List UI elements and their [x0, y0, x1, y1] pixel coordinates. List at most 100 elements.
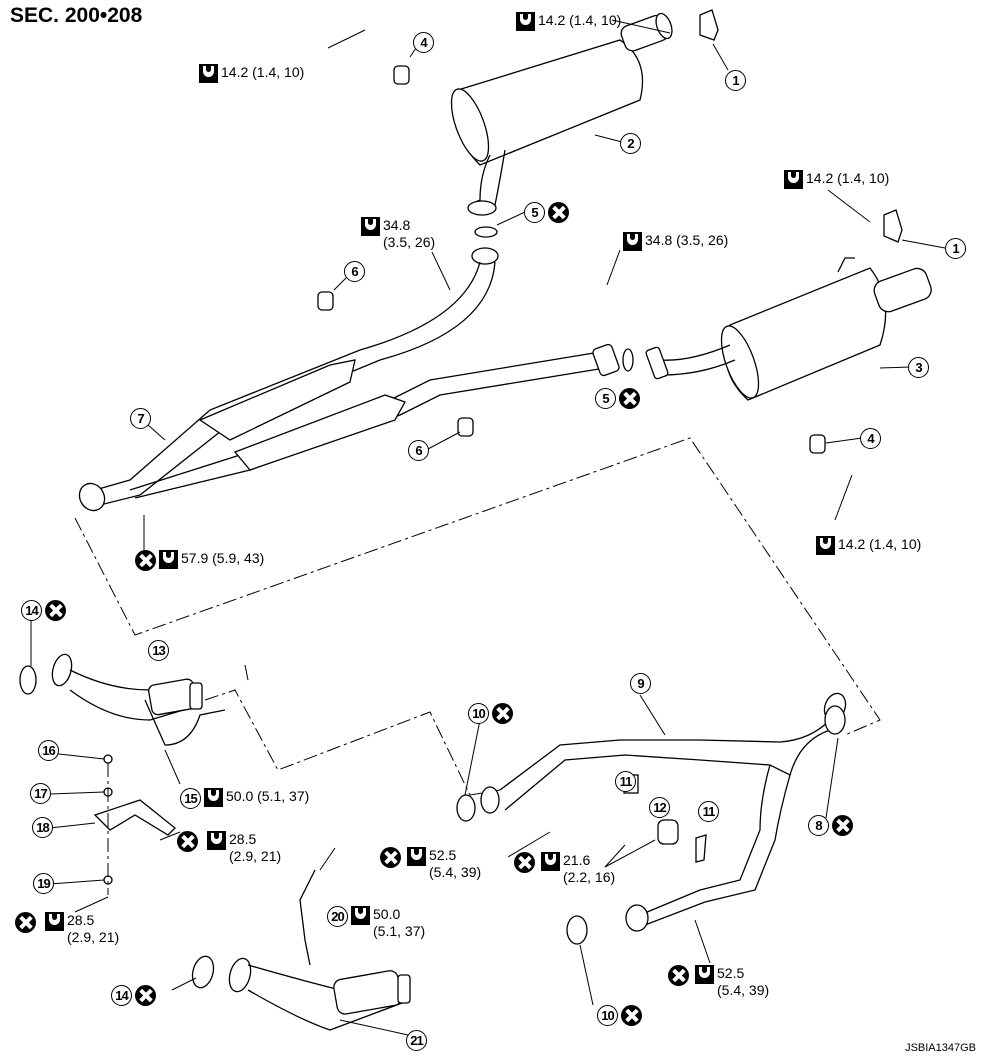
bolt-16-drawing — [103, 754, 113, 764]
callout-20: 20 — [327, 906, 348, 927]
heated-oxygen-sensor-20-drawing — [299, 869, 316, 966]
torque-spec-sensor-20: 20 50.0(5.1, 37) — [327, 906, 425, 940]
callout-21: 21 — [406, 1030, 427, 1051]
callout-16: 16 — [38, 740, 59, 761]
callout-1-right: 1 — [945, 238, 966, 259]
mount-plate-11-drawing — [695, 834, 707, 863]
do-not-reuse-icon — [177, 831, 198, 852]
gasket-5-right-drawing — [622, 348, 634, 372]
section-title: SEC. 200•208 — [10, 4, 143, 27]
assembly-boundary-lower — [204, 689, 501, 796]
torque-spec-muffler-joint-nut: 34.8 (3.5, 26) — [623, 232, 728, 251]
tightening-torque-icon — [407, 847, 426, 866]
callout-10-lower-group: 10 — [597, 1005, 642, 1026]
do-not-reuse-icon — [832, 815, 853, 836]
torque-spec-mount-bolt-lower: 14.2 (1.4, 10) — [816, 536, 921, 555]
torque-spec-bracket-upper: 14.2 (1.4, 10) — [516, 12, 621, 31]
callout-10-upper: 10 — [468, 703, 489, 724]
tightening-torque-icon — [516, 12, 535, 31]
assembly-boundary-upper — [74, 437, 881, 736]
callout-5-upper-group: 5 — [524, 202, 569, 223]
callout-12: 12 — [649, 797, 670, 818]
callout-8: 8 — [808, 815, 829, 836]
torque-spec-bracket-bolt: 28.5(2.9, 21) — [15, 912, 119, 946]
torque-spec-front-tube-nut: 52.5(5.4, 39) — [380, 847, 481, 881]
mount-insulator-4-upper-drawing — [393, 65, 410, 85]
tightening-torque-icon — [541, 852, 560, 871]
center-pipe-7-drawing — [78, 247, 620, 512]
callout-17: 17 — [30, 783, 51, 804]
callout-19: 19 — [33, 873, 54, 894]
callout-4-lower: 4 — [860, 428, 881, 449]
callout-14-lower-group: 14 — [111, 985, 156, 1006]
tightening-torque-icon — [207, 831, 226, 850]
callout-5-right-group: 5 — [595, 388, 640, 409]
callout-15: 15 — [180, 788, 201, 809]
callout-5-upper: 5 — [524, 202, 545, 223]
do-not-reuse-icon — [15, 912, 36, 933]
catalyst-21-drawing — [228, 957, 411, 1031]
do-not-reuse-icon — [619, 388, 640, 409]
callout-13: 13 — [148, 640, 169, 661]
torque-spec-bracket-nut: 28.5(2.9, 21) — [177, 831, 281, 865]
callout-10-lower: 10 — [597, 1005, 618, 1026]
torque-spec-sensor-15: 15 50.0 (5.1, 37) — [180, 788, 309, 809]
torque-spec-bracket-right: 14.2 (1.4, 10) — [784, 170, 889, 189]
mount-rubber-12-drawing — [657, 819, 679, 845]
callout-11-lower: 11 — [698, 801, 719, 822]
gasket-14-lower-drawing — [191, 955, 215, 989]
torque-spec-rear-tube-nut: 52.5(5.4, 39) — [668, 965, 769, 999]
bracket-18-drawing — [93, 799, 176, 836]
do-not-reuse-icon — [548, 202, 569, 223]
callout-4-upper: 4 — [413, 32, 434, 53]
do-not-reuse-icon — [135, 985, 156, 1006]
callout-6-lower: 6 — [408, 440, 429, 461]
tightening-torque-icon — [204, 788, 223, 807]
tightening-torque-icon — [351, 906, 370, 925]
do-not-reuse-icon — [514, 852, 535, 873]
callout-5-right: 5 — [595, 388, 616, 409]
tightening-torque-icon — [784, 170, 803, 189]
do-not-reuse-icon — [380, 847, 401, 868]
catalyst-13-drawing — [51, 653, 203, 721]
image-id-label: JSBIA1347GB — [905, 1042, 976, 1054]
torque-spec-mount-12: 21.6(2.2, 16) — [514, 852, 615, 886]
mount-insulator-4-lower-drawing — [809, 434, 826, 454]
air-fuel-sensor-15-drawing — [144, 699, 226, 746]
mount-insulator-6-upper-drawing — [317, 291, 334, 311]
do-not-reuse-icon — [135, 550, 156, 571]
callout-8-group: 8 — [808, 815, 853, 836]
callout-3: 3 — [908, 357, 929, 378]
main-muffler-left-drawing — [450, 12, 673, 216]
callout-7: 7 — [130, 408, 151, 429]
mounting-bracket-1-right-drawing — [883, 209, 903, 243]
do-not-reuse-icon — [45, 600, 66, 621]
gasket-10-lower-drawing — [566, 915, 588, 945]
callout-1-upper: 1 — [725, 70, 746, 91]
tightening-torque-icon — [816, 536, 835, 555]
callout-2: 2 — [620, 133, 641, 154]
callout-6-upper: 6 — [344, 261, 365, 282]
mount-insulator-6-lower-drawing — [457, 417, 474, 437]
torque-spec-mount-bolt-upper: 14.2 (1.4, 10) — [199, 64, 304, 83]
tightening-torque-icon — [45, 912, 64, 931]
gasket-10-upper-drawing — [456, 794, 476, 822]
main-muffler-right-drawing — [645, 257, 932, 401]
callout-9: 9 — [630, 673, 651, 694]
tightening-torque-icon — [623, 232, 642, 251]
tightening-torque-icon — [695, 965, 714, 984]
do-not-reuse-icon — [492, 703, 513, 724]
torque-spec-front-flange-nut: 57.9 (5.9, 43) — [135, 550, 264, 571]
callout-14-upper-group: 14 — [21, 600, 66, 621]
callout-14-lower: 14 — [111, 985, 132, 1006]
gasket-14-upper-drawing — [19, 665, 37, 695]
callout-11-upper: 11 — [615, 771, 636, 792]
tightening-torque-icon — [199, 64, 218, 83]
gasket-8-drawing — [824, 705, 846, 735]
tightening-torque-icon — [159, 550, 178, 569]
do-not-reuse-icon — [668, 965, 689, 986]
callout-10-upper-group: 10 — [468, 703, 513, 724]
callout-18: 18 — [32, 817, 53, 838]
